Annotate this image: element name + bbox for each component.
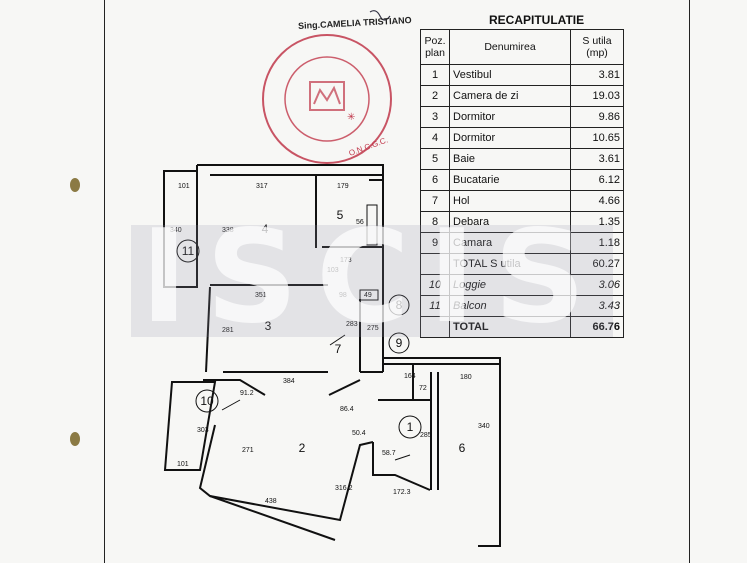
dim-label: 173 <box>340 257 352 264</box>
plan-walls <box>163 164 501 547</box>
dim-label: 98 <box>339 292 347 299</box>
dim-label: 281 <box>222 327 234 334</box>
stamp-code: O.N.C.G.C. <box>348 135 390 157</box>
room-label-2: 2 <box>299 441 306 455</box>
dim-label: 101 <box>177 461 189 468</box>
dim-label: 303 <box>197 427 209 434</box>
room-label-5: 5 <box>337 208 344 222</box>
dim-label: 275 <box>367 325 379 332</box>
dim-label: 384 <box>283 378 295 385</box>
dim-label: 351 <box>255 292 267 299</box>
dim-label: 86.4 <box>340 406 354 413</box>
dim-label: 50.4 <box>352 430 366 437</box>
room-label-3: 3 <box>265 319 272 333</box>
page-border-right <box>689 0 690 563</box>
punch-hole <box>70 432 80 446</box>
plan-details <box>176 204 422 461</box>
svg-text:✳: ✳ <box>347 112 355 123</box>
table-header-row: Poz.plan Denumirea S utila(mp) <box>420 29 624 65</box>
punch-hole <box>70 178 80 192</box>
dim-label: 271 <box>242 447 254 454</box>
dim-label: 180 <box>460 374 472 381</box>
room-label-7: 7 <box>335 342 342 356</box>
room-label-11: 11 <box>182 244 195 258</box>
header-area: S utila(mp) <box>570 29 624 65</box>
watermark-band <box>131 225 613 337</box>
official-stamp: ✳ O.N.C.G.C. <box>262 34 392 164</box>
dim-label: 91.2 <box>240 390 254 397</box>
dim-label: 317 <box>256 183 268 190</box>
header-name: Denumirea <box>449 29 571 65</box>
header-position: Poz.plan <box>420 29 450 65</box>
dim-label: 172.3 <box>393 489 411 496</box>
dim-label: 49 <box>364 292 372 299</box>
watermark-logo: ISCIS <box>140 203 604 352</box>
dim-label: 316.2 <box>335 485 353 492</box>
dim-label: 164 <box>404 373 416 380</box>
dim-label: 285 <box>420 432 432 439</box>
dim-label: 101 <box>178 183 190 190</box>
dim-label: 340 <box>478 423 490 430</box>
dim-label: 179 <box>337 183 349 190</box>
page-border-left <box>104 0 105 563</box>
dim-label: 340 <box>170 227 182 234</box>
dim-label: 103 <box>327 267 339 274</box>
signature-scribble <box>369 10 391 21</box>
dim-label: 58.7 <box>382 450 396 457</box>
room-label-10: 10 <box>200 394 214 408</box>
room-label-6: 6 <box>459 441 466 455</box>
summary-title: RECAPITULATIE <box>489 13 585 27</box>
room-label-9: 9 <box>396 336 403 350</box>
dim-label: 438 <box>265 498 277 505</box>
dim-label: 72 <box>419 385 427 392</box>
room-label-4: 4 <box>262 222 269 236</box>
room-label-1: 1 <box>407 420 414 434</box>
room-label-8: 8 <box>396 298 403 312</box>
dim-label: 56 <box>356 219 364 226</box>
dim-label: 283 <box>346 321 358 328</box>
dim-label: 338 <box>222 227 234 234</box>
